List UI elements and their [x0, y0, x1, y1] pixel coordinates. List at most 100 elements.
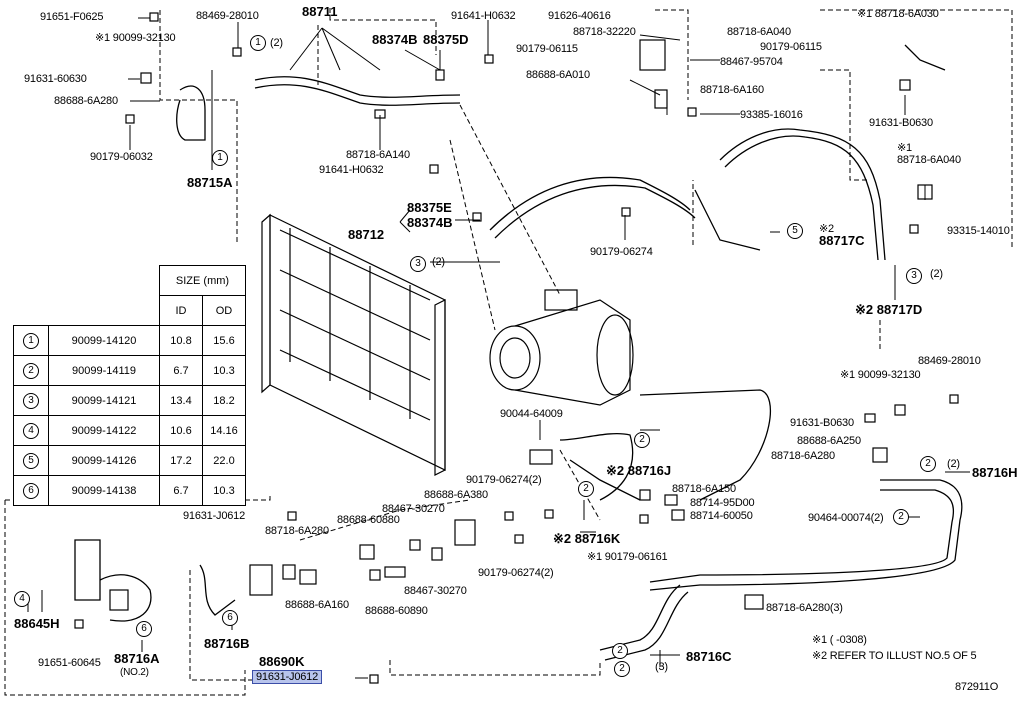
assembly-label: 88716B — [204, 636, 250, 651]
part-number-cell: 90099-14138 — [48, 475, 160, 506]
callout-circle: 2 — [614, 661, 630, 677]
part-label: 90044-64009 — [500, 408, 563, 420]
part-label: 88375E — [407, 200, 452, 215]
part-label: 90179-06274(2) — [478, 567, 554, 579]
callout-circle: 5 — [23, 452, 39, 469]
row-number-callout: 6 — [13, 475, 49, 506]
part-label: 88718-6A160 — [700, 84, 764, 96]
od-header: OD — [202, 295, 246, 326]
assembly-label: 88690K — [259, 654, 305, 669]
callout-circle: 2 — [612, 643, 628, 659]
fasteners — [74, 12, 959, 684]
assembly-label: ※2 88716K — [553, 531, 621, 546]
id-cell: 13.4 — [159, 385, 203, 416]
part-label: 91631-J0612 — [183, 510, 246, 522]
callout-circle: 6 — [222, 610, 238, 626]
part-label: (2) — [930, 268, 943, 280]
part-label: 90179-06032 — [90, 151, 153, 163]
compressor — [489, 289, 634, 406]
id-cell: 6.7 — [159, 475, 203, 506]
part-label: 88718-6A280(3) — [766, 602, 843, 614]
part-label: 88469-28010 — [196, 10, 259, 22]
part-label: ※1 90099-32130 — [95, 32, 176, 44]
part-label: 88688-6A280 — [54, 95, 118, 107]
illustration-number: 872911O — [955, 681, 999, 693]
callout-circle: 2 — [920, 456, 936, 472]
part-label: 88469-28010 — [918, 355, 981, 367]
callout-circle: 4 — [14, 591, 30, 607]
part-label: 90179-06274(2) — [466, 474, 542, 486]
footnote-2: ※2 REFER TO ILLUST NO.5 OF 5 — [812, 650, 977, 662]
row-number-callout: 2 — [13, 355, 49, 386]
part-label: (2) — [270, 37, 283, 49]
part-label: ※1 — [897, 142, 912, 154]
part-label: 90179-06115 — [760, 41, 822, 53]
part-label: (NO.2) — [120, 667, 149, 678]
callout-circle: 2 — [578, 481, 594, 497]
part-number-cell: 90099-14121 — [48, 385, 160, 416]
part-label: 88688-6A160 — [285, 599, 349, 611]
id-cell: 6.7 — [159, 355, 203, 386]
part-label: ※1 90179-06161 — [587, 551, 668, 563]
callout-circle: 1 — [212, 150, 228, 166]
callout-circle: 2 — [23, 362, 39, 379]
part-label: 88718-6A140 — [346, 149, 410, 161]
part-label: ※2 — [819, 223, 834, 235]
part-label: (2) — [947, 458, 960, 470]
highlighted-part-label[interactable]: 91631-J0612 — [252, 670, 323, 684]
part-label: 88714-60050 — [690, 510, 753, 522]
callout-circle: 1 — [250, 35, 266, 51]
part-label: 91626-40616 — [548, 10, 611, 22]
part-label: 88688-60880 — [337, 514, 400, 526]
part-label: 88688-6A010 — [526, 69, 590, 81]
callout-circle: 6 — [23, 482, 39, 499]
callout-circle: 2 — [893, 509, 909, 525]
part-number-cell: 90099-14120 — [48, 325, 160, 356]
part-label: 88374B — [372, 32, 418, 47]
od-cell: 22.0 — [202, 445, 246, 476]
callout-circle: 1 — [23, 332, 39, 349]
footnote-1: ※1 ( -0308) — [812, 634, 867, 646]
assembly-label: ※2 88717D — [855, 302, 923, 317]
part-number-cell: 90099-14119 — [48, 355, 160, 386]
callout-circle: 5 — [787, 223, 803, 239]
assembly-label: 88711 — [302, 4, 338, 19]
od-cell: 14.16 — [202, 415, 246, 446]
part-label: 91651-F0625 — [40, 11, 104, 23]
part-label: 91631-60630 — [24, 73, 87, 85]
od-cell: 10.3 — [202, 355, 246, 386]
assembly-label: 88717C — [819, 233, 865, 248]
id-cell: 10.8 — [159, 325, 203, 356]
part-label: (2) — [432, 256, 445, 268]
part-label: 88718-6A280 — [265, 525, 329, 537]
part-label: 88688-6A250 — [797, 435, 861, 447]
part-label: 91631-B0630 — [869, 117, 933, 129]
callout-circle: 2 — [634, 432, 650, 448]
assembly-label: 88716C — [686, 649, 732, 664]
part-label: 91641-H0632 — [451, 10, 516, 22]
part-label: 88688-60890 — [365, 605, 428, 617]
id-cell: 10.6 — [159, 415, 203, 446]
part-label: 91651-60645 — [38, 657, 101, 669]
part-label: 88714-95D00 — [690, 497, 755, 509]
part-label: 88718-6A150 — [672, 483, 736, 495]
part-label: ※1 90099-32130 — [840, 369, 921, 381]
size-header: SIZE (mm) — [159, 265, 246, 296]
part-label: 88467-95704 — [720, 56, 783, 68]
part-label: 90464-00074(2) — [808, 512, 884, 524]
assembly-label: 88716H — [972, 465, 1018, 480]
part-number-cell: 90099-14122 — [48, 415, 160, 446]
od-cell: 15.6 — [202, 325, 246, 356]
part-label: 88718-6A040 — [897, 154, 961, 166]
row-number-callout: 3 — [13, 385, 49, 416]
part-label: 91631-B0630 — [790, 417, 854, 429]
assembly-label: 88715A — [187, 175, 233, 190]
id-header: ID — [159, 295, 203, 326]
part-label: 88718-6A280 — [771, 450, 835, 462]
